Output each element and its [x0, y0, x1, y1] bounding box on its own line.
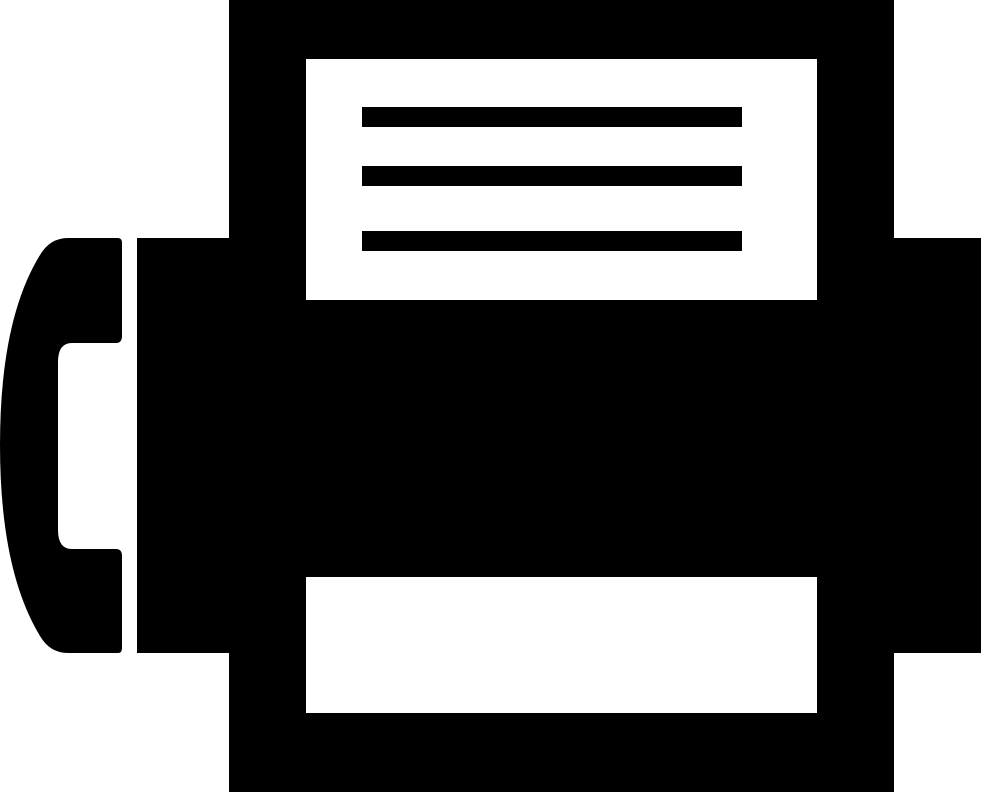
paper-text-line — [362, 166, 742, 186]
paper-sheet — [306, 59, 817, 300]
phone-handset-icon — [0, 238, 122, 653]
paper-output-slot — [306, 577, 817, 713]
paper-text-line — [362, 231, 742, 251]
paper-text-line — [362, 107, 742, 127]
